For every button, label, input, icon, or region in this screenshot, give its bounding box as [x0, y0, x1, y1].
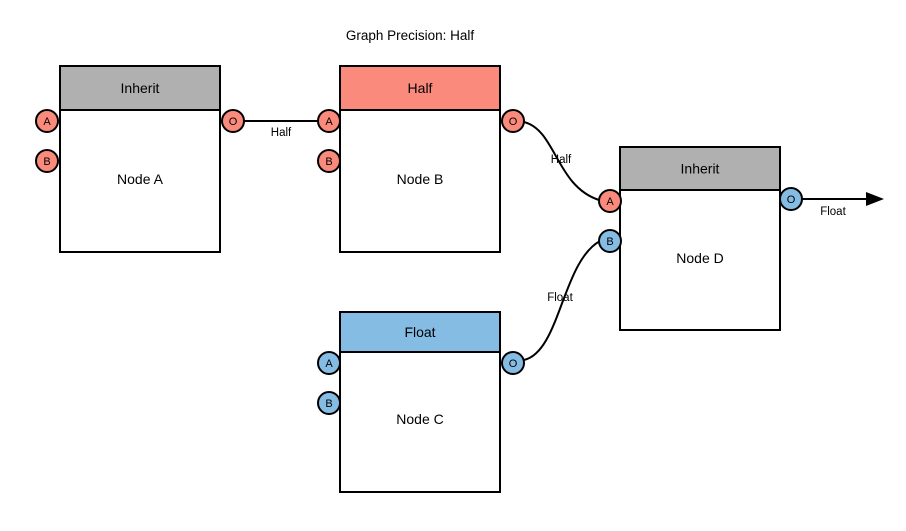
arrowhead-icon [866, 192, 884, 206]
node-node-a[interactable]: Inherit Node A A B O [35, 65, 245, 253]
edge-layer: Half Half Float Float [244, 120, 884, 361]
port-label: A [43, 116, 51, 128]
node-title: Node A [117, 171, 164, 187]
port-circle[interactable] [317, 351, 341, 375]
port-label: B [43, 156, 50, 168]
port-label: O [787, 194, 796, 206]
port-circle[interactable] [35, 109, 59, 133]
edge-path[interactable] [523, 121, 600, 201]
node-node-b[interactable]: Half Node B A B O [317, 65, 525, 253]
port-circle[interactable] [317, 109, 341, 133]
port-node-a-input-b[interactable]: B [35, 149, 59, 173]
port-label: O [509, 116, 518, 128]
port-node-d-output-o[interactable]: O [779, 187, 803, 211]
node-node-d[interactable]: Inherit Node D A B O [598, 146, 803, 331]
page-title: Graph Precision: Half [346, 28, 475, 43]
edge-label: Half [551, 154, 572, 166]
port-label: B [325, 156, 332, 168]
port-node-d-input-a[interactable]: A [598, 189, 622, 213]
port-circle[interactable] [598, 189, 622, 213]
node-node-c[interactable]: Float Node C A B O [317, 311, 525, 493]
port-node-b-input-a[interactable]: A [317, 109, 341, 133]
port-label: O [509, 358, 518, 370]
port-circle[interactable] [221, 109, 245, 133]
port-node-c-input-b[interactable]: B [317, 391, 341, 415]
node-header-label: Inherit [681, 161, 720, 177]
port-circle[interactable] [779, 187, 803, 211]
port-node-c-output-o[interactable]: O [501, 351, 525, 375]
port-circle[interactable] [501, 109, 525, 133]
port-label: A [325, 358, 333, 370]
graph-output-label: Float [820, 206, 846, 218]
graph-output-arrow[interactable]: Float [802, 192, 884, 218]
node-header-label: Float [404, 324, 435, 340]
edge-path[interactable] [523, 240, 601, 361]
port-circle[interactable] [35, 149, 59, 173]
port-node-b-input-b[interactable]: B [317, 149, 341, 173]
port-circle[interactable] [317, 391, 341, 415]
port-circle[interactable] [317, 149, 341, 173]
node-title: Node D [676, 250, 723, 266]
port-label: A [325, 116, 333, 128]
port-label: B [325, 398, 332, 410]
edge-node-b-to-node-d[interactable]: Half [523, 121, 600, 201]
edge-label: Half [271, 127, 292, 139]
node-header[interactable] [619, 146, 781, 191]
port-circle[interactable] [598, 229, 622, 253]
node-title: Node C [396, 411, 443, 427]
port-node-d-input-b[interactable]: B [598, 229, 622, 253]
port-node-c-input-a[interactable]: A [317, 351, 341, 375]
edge-label: Float [547, 292, 573, 304]
node-header-label: Inherit [121, 80, 160, 96]
port-circle[interactable] [501, 351, 525, 375]
node-header-label: Half [408, 80, 433, 96]
node-title: Node B [397, 171, 444, 187]
port-node-a-output-o[interactable]: O [221, 109, 245, 133]
edge-node-a-to-node-b[interactable]: Half [244, 120, 318, 139]
port-label: O [229, 116, 238, 128]
port-label: B [606, 236, 613, 248]
port-label: A [606, 196, 614, 208]
port-node-a-input-a[interactable]: A [35, 109, 59, 133]
edge-node-c-to-node-d[interactable]: Float [523, 240, 601, 361]
port-node-b-output-o[interactable]: O [501, 109, 525, 133]
